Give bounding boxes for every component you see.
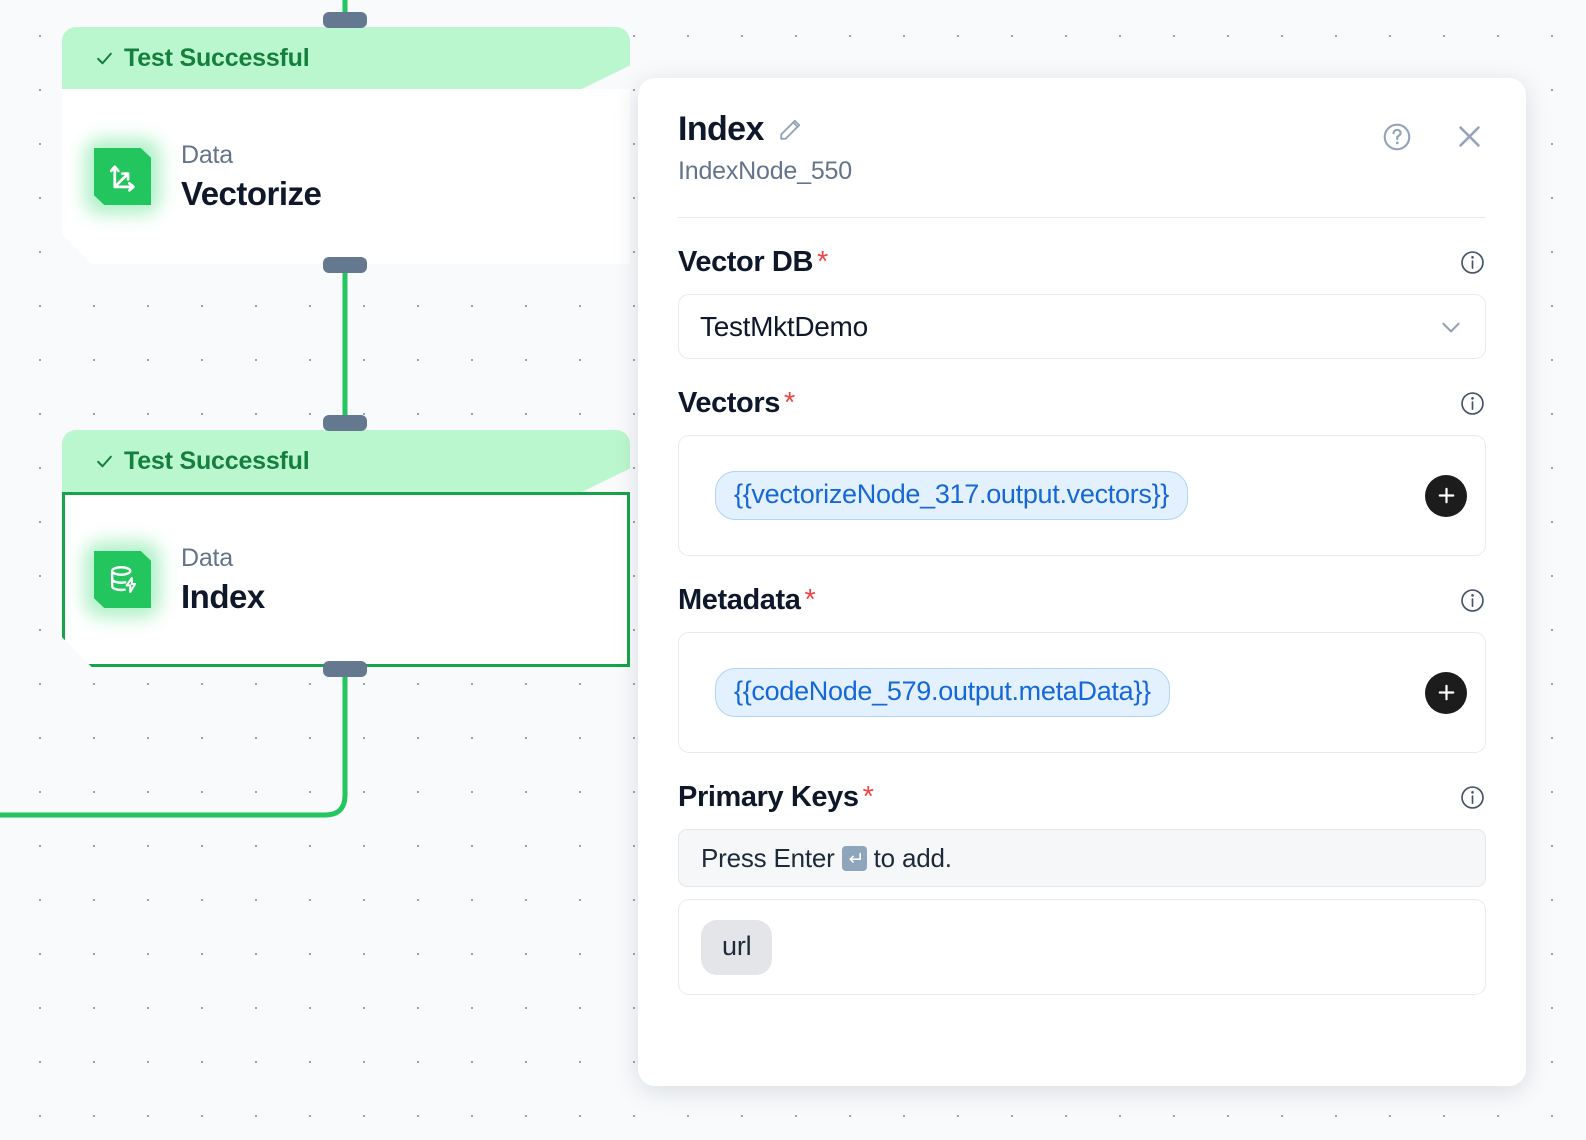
node-kind-label: Data xyxy=(181,543,234,572)
node-status-label: Test Successful xyxy=(124,43,310,72)
add-metadata-button[interactable] xyxy=(1425,671,1467,714)
field-label: Vectors* xyxy=(678,387,795,420)
check-icon xyxy=(95,49,114,68)
node-status-label: Test Successful xyxy=(124,446,310,475)
variable-token[interactable]: {{codeNode_579.output.metaData}} xyxy=(715,668,1170,717)
node-body[interactable]: Data Index xyxy=(62,492,630,667)
primary-keys-chip-box[interactable]: url xyxy=(678,899,1486,995)
node-body[interactable]: Data Vectorize xyxy=(62,89,630,264)
required-marker: * xyxy=(817,246,828,278)
field-label-text: Primary Keys xyxy=(678,781,859,813)
check-icon xyxy=(95,452,114,471)
node-kind-label: Data xyxy=(181,140,234,169)
field-label: Primary Keys* xyxy=(678,781,874,814)
node-handle-source-vectorize[interactable] xyxy=(323,257,367,273)
info-icon[interactable] xyxy=(1459,587,1486,614)
field-label: Metadata* xyxy=(678,584,816,617)
metadata-token-box[interactable]: {{codeNode_579.output.metaData}} xyxy=(678,632,1486,753)
plus-icon xyxy=(1435,681,1458,704)
primary-keys-input[interactable]: Press Enter to add. xyxy=(678,829,1486,887)
header-divider xyxy=(678,217,1486,218)
field-label-text: Vectors xyxy=(678,387,780,419)
node-status-banner: Test Successful xyxy=(62,27,630,89)
field-vectors: Vectors* {{vectorizeNode_317.output.vect… xyxy=(678,387,1486,556)
workflow-node-index[interactable]: Test Successful Data xyxy=(62,430,630,667)
enter-key-icon xyxy=(841,845,867,871)
panel-header: Index IndexNode_550 xyxy=(678,78,1486,186)
info-icon[interactable] xyxy=(1459,390,1486,417)
required-marker: * xyxy=(862,781,874,813)
info-icon[interactable] xyxy=(1459,249,1486,276)
node-id-subtitle: IndexNode_550 xyxy=(678,157,852,185)
node-handle-source-index[interactable] xyxy=(323,661,367,677)
help-circle-icon[interactable] xyxy=(1381,121,1413,153)
pencil-icon[interactable] xyxy=(777,117,803,143)
vector-axes-icon xyxy=(85,139,160,214)
node-title: Vectorize xyxy=(181,174,322,212)
variable-token[interactable]: {{vectorizeNode_317.output.vectors}} xyxy=(715,471,1189,520)
workflow-node-vectorize[interactable]: Test Successful Data Vectorize xyxy=(62,27,630,264)
required-marker: * xyxy=(804,584,816,616)
node-properties-panel: Index IndexNode_550 xyxy=(638,78,1526,1086)
field-label-text: Vector DB xyxy=(678,246,813,278)
plus-icon xyxy=(1435,484,1458,507)
node-title: Index xyxy=(181,577,265,615)
node-status-banner: Test Successful xyxy=(62,430,630,492)
required-marker: * xyxy=(784,387,795,419)
field-label-text: Metadata xyxy=(678,584,801,616)
vectors-token-box[interactable]: {{vectorizeNode_317.output.vectors}} xyxy=(678,435,1486,556)
add-vectors-button[interactable] xyxy=(1425,474,1467,517)
field-metadata: Metadata* {{codeNode_579.output.metaData… xyxy=(678,584,1486,753)
placeholder-text-before: Press Enter xyxy=(701,842,835,873)
primary-key-chip[interactable]: url xyxy=(701,919,773,975)
vector-db-value: TestMktDemo xyxy=(700,310,868,342)
field-primary-keys: Primary Keys* Press Enter to xyxy=(678,781,1486,995)
placeholder-text-after: to add. xyxy=(873,842,952,873)
node-handle-target-index[interactable] xyxy=(323,415,367,431)
database-bolt-icon xyxy=(85,542,160,617)
info-icon[interactable] xyxy=(1459,784,1486,811)
vector-db-select[interactable]: TestMktDemo xyxy=(678,294,1486,359)
field-vector-db: Vector DB* TestMktDemo xyxy=(678,246,1486,359)
field-label: Vector DB* xyxy=(678,246,828,279)
node-handle-target-vectorize[interactable] xyxy=(323,12,367,28)
page-title: Index xyxy=(678,110,764,148)
close-icon[interactable] xyxy=(1453,120,1486,153)
chevron-down-icon xyxy=(1438,314,1464,340)
